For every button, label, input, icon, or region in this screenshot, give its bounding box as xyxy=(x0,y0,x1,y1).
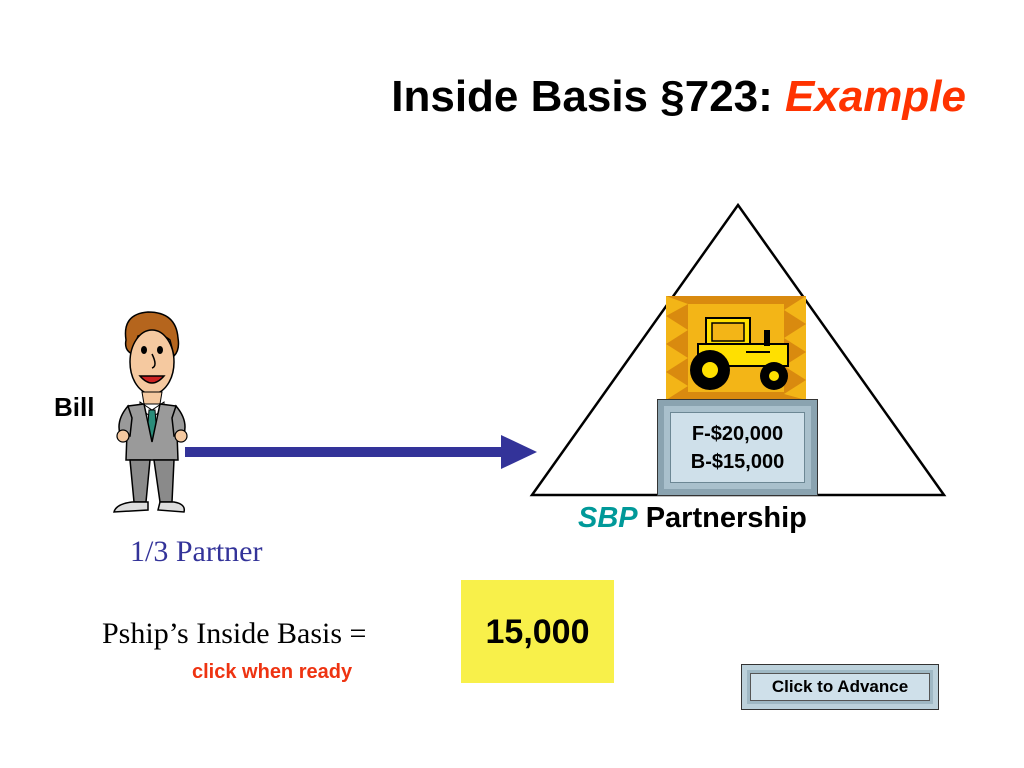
tractor-icon xyxy=(666,296,806,400)
contribution-arrow xyxy=(185,435,537,469)
inside-basis-value: 15,000 xyxy=(485,613,590,651)
partnership-abbr: SBP xyxy=(578,502,638,534)
businessman-figure xyxy=(113,311,188,513)
partnership-word: Partnership xyxy=(637,502,807,534)
fair-market-value: F-$20,000 xyxy=(691,422,784,445)
partner-share-label: 1/3 Partner xyxy=(130,535,263,568)
click-prompt: click when ready xyxy=(192,661,353,683)
partner-name: Bill xyxy=(54,392,95,422)
asset-value-panel: F-$20,000 B-$15,000 xyxy=(670,412,805,483)
inside-basis-answer-box[interactable]: 15,000 xyxy=(461,580,614,683)
advance-button[interactable]: Click to Advance xyxy=(741,664,939,710)
title-accent: Example xyxy=(785,72,966,121)
slide-title: Inside Basis §723: Example xyxy=(0,72,966,122)
title-main: Inside Basis §723: xyxy=(391,72,786,121)
asset-basis: B-$15,000 xyxy=(690,450,785,473)
advance-button-label: Click to Advance xyxy=(750,673,930,701)
partnership-name: SBP Partnership xyxy=(578,502,807,535)
inside-basis-label: Pship’s Inside Basis = xyxy=(102,617,367,650)
asset-value-box: F-$20,000 B-$15,000 xyxy=(657,399,818,496)
